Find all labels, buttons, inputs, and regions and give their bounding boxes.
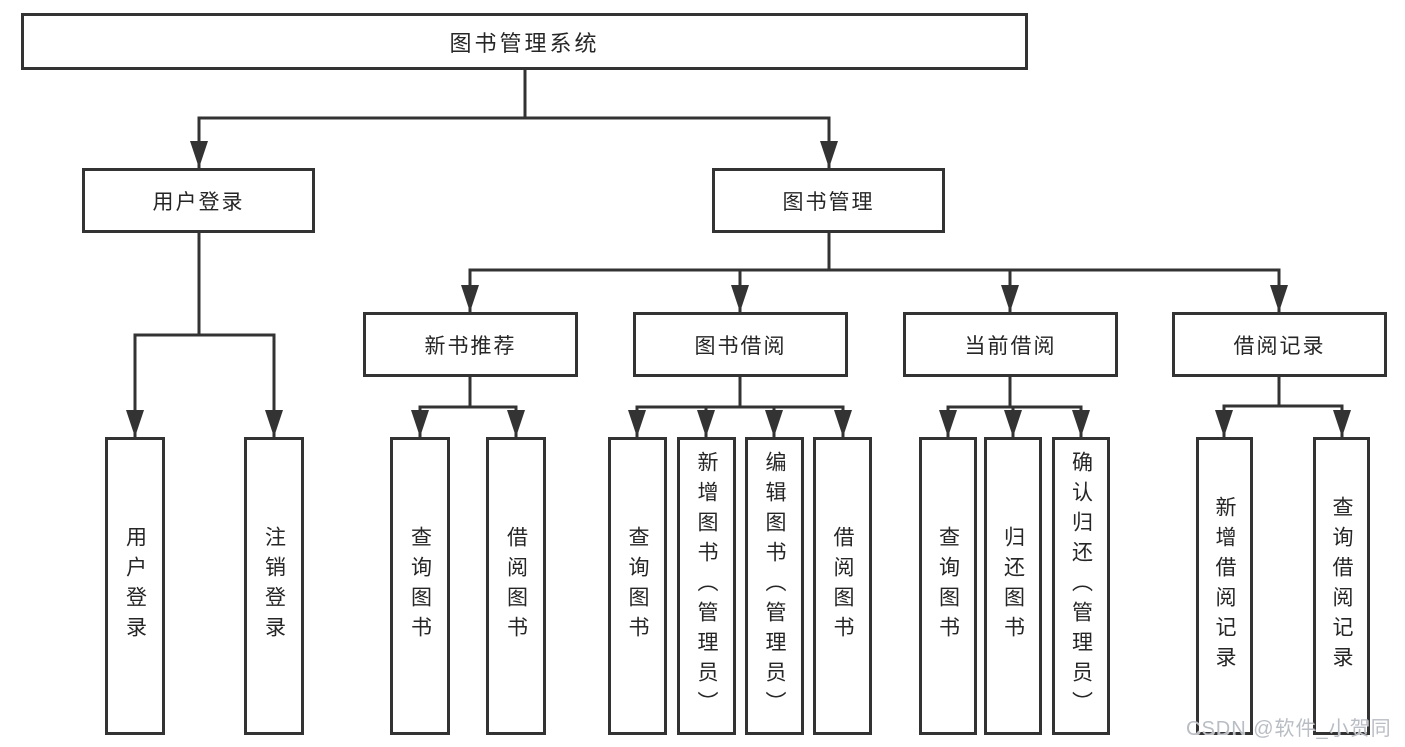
- node-new-book-recommendation-label: 新书推荐: [424, 334, 517, 358]
- leaf-query-books-recommend: 查询图书: [390, 437, 450, 735]
- leaf-query-books-current: 查询图书: [919, 437, 977, 735]
- connector-level3-split: [468, 268, 1281, 312]
- leaf-borrow-books-borrowing-label: 借阅图书: [831, 526, 854, 646]
- connector-user-login-split: [133, 333, 276, 437]
- node-current-borrowing-label: 当前借阅: [964, 334, 1057, 358]
- leaf-logout: 注销登录: [244, 437, 304, 735]
- leaf-borrow-books-recommend-label: 借阅图书: [504, 526, 528, 646]
- node-book-management-system: 图书管理系统: [21, 13, 1028, 70]
- leaf-return-books-label: 归还图书: [1001, 526, 1025, 646]
- leaf-borrow-books-borrowing: 借阅图书: [813, 437, 872, 735]
- leaf-logout-label: 注销登录: [262, 526, 286, 646]
- leaf-borrow-books-recommend: 借阅图书: [486, 437, 546, 735]
- node-current-borrowing: 当前借阅: [903, 312, 1118, 377]
- leaf-user-login-label: 用户登录: [123, 526, 147, 646]
- leaf-edit-book-admin-label: 编辑图书（管理员）: [763, 451, 786, 721]
- node-book-borrowing: 图书借阅: [633, 312, 848, 377]
- node-user-login-branch: 用户登录: [82, 168, 315, 233]
- leaf-add-book-admin-label: 新增图书（管理员）: [695, 451, 718, 721]
- leaf-return-books: 归还图书: [984, 437, 1042, 735]
- leaf-confirm-return-admin: 确认归还（管理员）: [1052, 437, 1110, 735]
- leaf-query-borrow-record: 查询借阅记录: [1313, 437, 1370, 735]
- node-borrowing-records-label: 借阅记录: [1233, 334, 1326, 358]
- leaf-add-borrow-record: 新增借阅记录: [1196, 437, 1253, 735]
- node-book-management-system-label: 图书管理系统: [449, 30, 600, 56]
- connector-records-split: [1222, 404, 1344, 437]
- leaf-query-books-borrowing: 查询图书: [608, 437, 667, 735]
- node-book-borrowing-label: 图书借阅: [694, 334, 787, 358]
- connector-new-book-split: [418, 405, 518, 437]
- connector-level2-split: [197, 116, 831, 168]
- node-user-login-branch-label: 用户登录: [152, 190, 245, 214]
- leaf-query-books-recommend-label: 查询图书: [408, 526, 432, 646]
- leaf-add-borrow-record-label: 新增借阅记录: [1213, 496, 1236, 676]
- node-borrowing-records: 借阅记录: [1172, 312, 1387, 377]
- node-book-management-label: 图书管理: [782, 190, 875, 214]
- leaf-confirm-return-admin-label: 确认归还（管理员）: [1069, 451, 1093, 721]
- leaf-user-login: 用户登录: [105, 437, 165, 735]
- leaf-add-book-admin: 新增图书（管理员）: [677, 437, 736, 735]
- leaf-query-borrow-record-label: 查询借阅记录: [1330, 496, 1353, 676]
- node-new-book-recommendation: 新书推荐: [363, 312, 578, 377]
- connector-book-borrow-split: [635, 405, 845, 437]
- node-book-management: 图书管理: [712, 168, 945, 233]
- leaf-edit-book-admin: 编辑图书（管理员）: [745, 437, 804, 735]
- leaf-query-books-borrowing-label: 查询图书: [626, 526, 649, 646]
- leaf-query-books-current-label: 查询图书: [936, 526, 960, 646]
- csdn-watermark: CSDN @软件_小贺同学: [1186, 718, 1392, 740]
